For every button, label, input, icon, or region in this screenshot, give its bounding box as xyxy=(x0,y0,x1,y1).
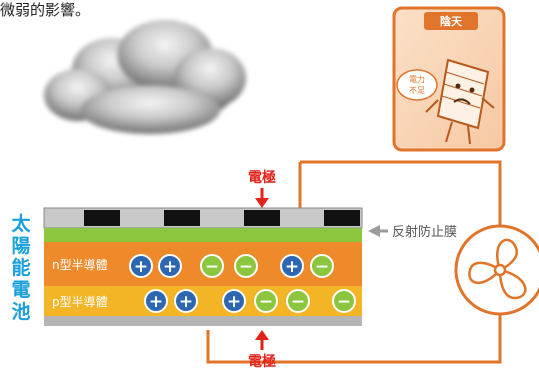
negative-charge-icon: − xyxy=(234,254,258,278)
negative-charge-icon: − xyxy=(332,289,356,313)
negative-charge-icon: − xyxy=(286,289,310,313)
positive-charge-icon: + xyxy=(174,289,198,313)
solar-cell-char: 電 xyxy=(11,279,31,301)
cloud-icon xyxy=(44,20,246,134)
negative-charge-icon: − xyxy=(200,254,224,278)
minus-sign: − xyxy=(239,257,253,277)
sad-panel-icon xyxy=(425,58,495,145)
plus-sign: + xyxy=(285,257,299,277)
plus-sign: + xyxy=(163,257,177,277)
speech-bubble xyxy=(396,69,438,101)
cartoon-badge-text: 陰天 xyxy=(440,14,463,28)
arrow-down-icon xyxy=(255,188,269,208)
negative-charge-icon: − xyxy=(254,289,278,313)
cartoon-panel xyxy=(392,6,506,152)
green-layer xyxy=(44,228,362,242)
caption-fragment: 微弱的影響。 xyxy=(0,1,91,19)
arrow-up-icon xyxy=(255,330,269,350)
negative-charge-icon: − xyxy=(310,254,334,278)
minus-sign: − xyxy=(291,292,305,312)
minus-sign: − xyxy=(205,257,219,277)
n-layer-label: n型半導體 xyxy=(52,258,108,272)
solar-cell-char: 陽 xyxy=(11,235,31,257)
positive-charge-icon: + xyxy=(129,254,153,278)
arrow-left-icon xyxy=(368,225,388,237)
speech-line-1: 電力 xyxy=(409,74,425,84)
solar-cell-char: 能 xyxy=(11,257,31,279)
circuit-wire-bottom xyxy=(206,312,502,364)
bottom-electrode-layer xyxy=(44,316,362,326)
minus-sign: − xyxy=(315,257,329,277)
solar-cell-char: 太 xyxy=(11,213,31,235)
positive-charge-icon: + xyxy=(144,289,168,313)
plus-sign: + xyxy=(149,292,163,312)
plus-sign: + xyxy=(227,292,241,312)
p-layer-label: p型半導體 xyxy=(52,295,108,309)
positive-charge-icon: + xyxy=(222,289,246,313)
anti-reflection-label: 反射防止膜 xyxy=(392,224,457,240)
plus-sign: + xyxy=(134,257,148,277)
positive-charge-icon: + xyxy=(280,254,304,278)
speech-line-2: 不足 xyxy=(409,86,425,95)
plus-sign: + xyxy=(179,292,193,312)
solar-cell xyxy=(43,207,363,326)
minus-sign: − xyxy=(337,292,351,312)
electrode-bottom-label: 電極 xyxy=(248,353,276,370)
solar-cell-char: 池 xyxy=(11,301,31,323)
fan-icon xyxy=(454,224,539,316)
positive-charge-icon: + xyxy=(158,254,182,278)
solar-cell-label: 太 陽 能 電 池 xyxy=(9,213,33,323)
charge-markers: ++−−+−+++−−− xyxy=(129,254,356,313)
cartoon-badge-bg xyxy=(424,12,478,30)
minus-sign: − xyxy=(259,292,273,312)
electrode-top-label: 電極 xyxy=(248,169,276,186)
circuit-wire-top xyxy=(300,160,502,228)
